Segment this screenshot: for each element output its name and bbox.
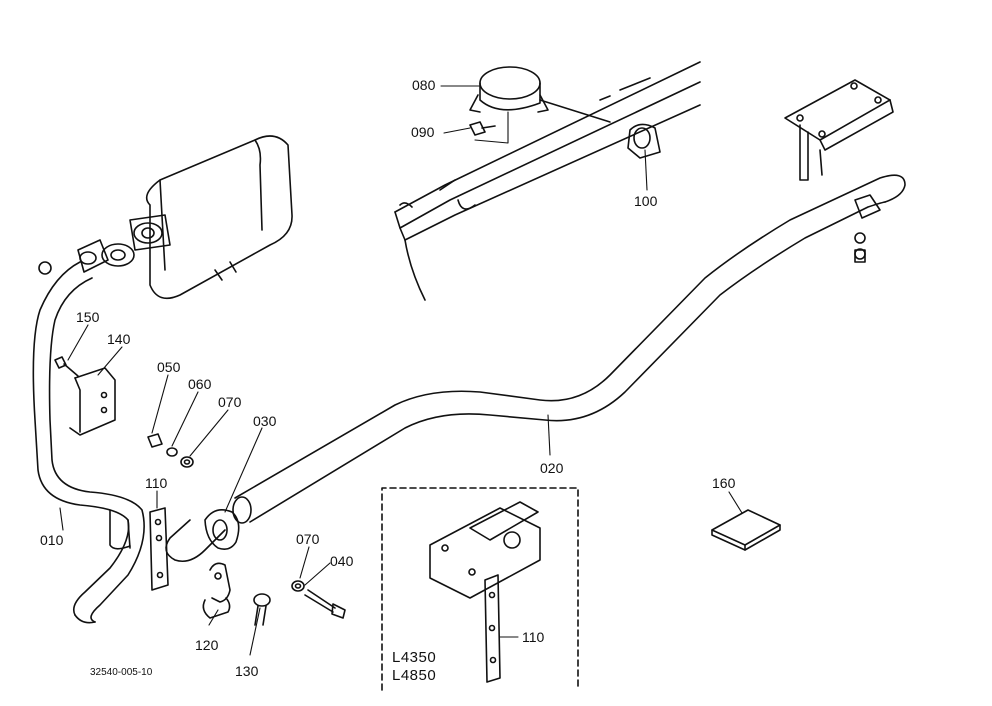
cap-080 [469, 66, 611, 123]
variant-box [381, 487, 579, 691]
label-090: 090 [411, 124, 435, 140]
muffler [77, 135, 293, 300]
label-070-upper: 070 [218, 394, 242, 410]
model-l4350: L4350 [392, 649, 437, 666]
label-020: 020 [540, 460, 564, 476]
exhaust-pipe-010 [32, 261, 145, 624]
label-100: 100 [634, 193, 658, 209]
label-030: 030 [253, 413, 277, 429]
label-060: 060 [188, 376, 212, 392]
label-040: 040 [330, 553, 354, 569]
exhaust-pipe-020 [165, 174, 906, 563]
bracket-120 [202, 562, 231, 619]
drawing-code: 32540-005-10 [90, 667, 153, 678]
bracket-110 [149, 507, 169, 591]
label-010: 010 [40, 532, 64, 548]
model-l4850: L4850 [392, 667, 437, 684]
label-160: 160 [712, 475, 736, 491]
label-plate-160 [711, 509, 781, 551]
mount-bracket [784, 79, 894, 263]
label-130: 130 [235, 663, 259, 679]
label-140: 140 [107, 331, 131, 347]
chassis-frame [394, 61, 701, 301]
label-110-right: 110 [522, 629, 545, 645]
label-150: 150 [76, 309, 100, 325]
leader-lines [59, 85, 743, 656]
bracket-140 [69, 367, 116, 436]
fasteners [54, 121, 661, 626]
label-050: 050 [157, 359, 181, 375]
label-080: 080 [412, 77, 436, 93]
label-110-left: 110 [145, 475, 168, 491]
label-070-lower: 070 [296, 531, 320, 547]
label-120: 120 [195, 637, 219, 653]
clamp-030 [204, 509, 240, 550]
